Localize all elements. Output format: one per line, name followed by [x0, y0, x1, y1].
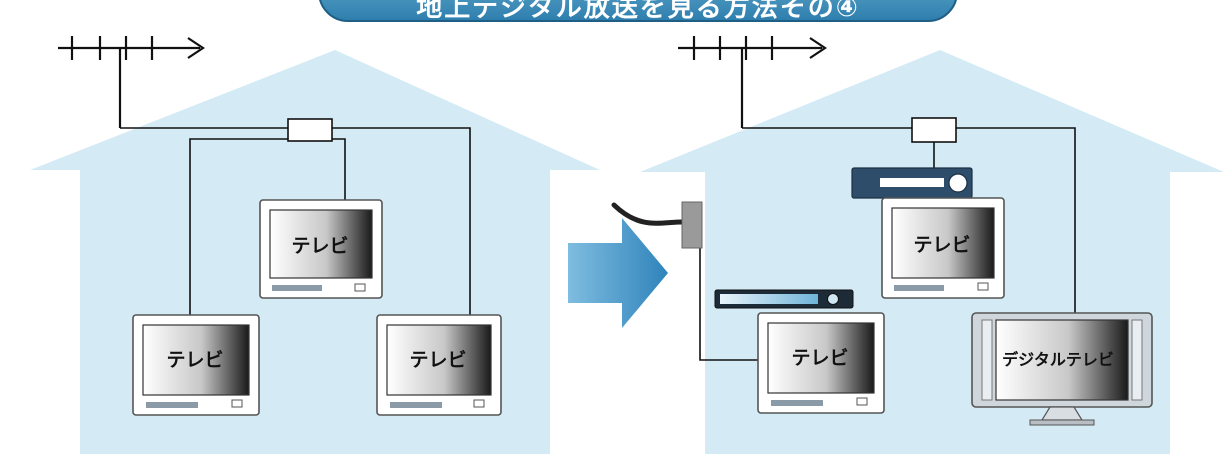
- external-cable: [611, 202, 685, 226]
- right-tv-top: [881, 197, 1005, 299]
- digital-tv: [971, 312, 1153, 426]
- digital-tv-label: デジタルテレビ: [1002, 350, 1114, 369]
- left-tv-right: [376, 314, 502, 416]
- left-tv-top-label: テレビ: [291, 235, 348, 257]
- right-splitter: [911, 117, 957, 143]
- tuner-box-top: [851, 167, 973, 199]
- right-tv-bottom-label: テレビ: [791, 347, 848, 369]
- left-tv-left-label: テレビ: [166, 349, 223, 371]
- left-tv-top: [259, 199, 383, 299]
- left-wiring: [120, 127, 471, 318]
- tuner-box-lower: [714, 289, 854, 309]
- wall-outlet: [681, 201, 703, 249]
- left-splitter: [287, 118, 333, 142]
- title-banner: 地上デジタル放送を見る方法その④: [318, 0, 958, 22]
- left-tv-left: [132, 314, 260, 416]
- left-tv-right-label: テレビ: [409, 349, 466, 371]
- right-antenna: [678, 36, 827, 128]
- right-tv-bottom: [757, 312, 885, 414]
- right-wiring: [699, 127, 1076, 361]
- right-tv-top-label: テレビ: [913, 234, 970, 256]
- left-antenna: [58, 36, 205, 128]
- transition-arrow: [568, 218, 668, 328]
